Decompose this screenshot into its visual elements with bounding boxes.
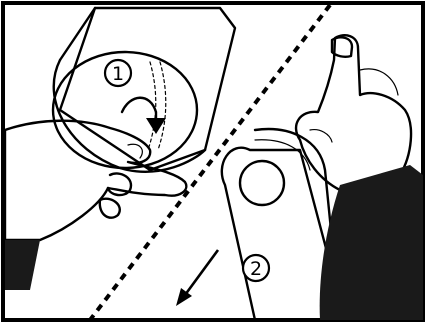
step-1-badge: 1 [105, 60, 131, 86]
step-2-badge: 2 [243, 255, 269, 281]
step-1-number: 1 [112, 63, 124, 85]
step-2-number: 2 [250, 258, 262, 280]
